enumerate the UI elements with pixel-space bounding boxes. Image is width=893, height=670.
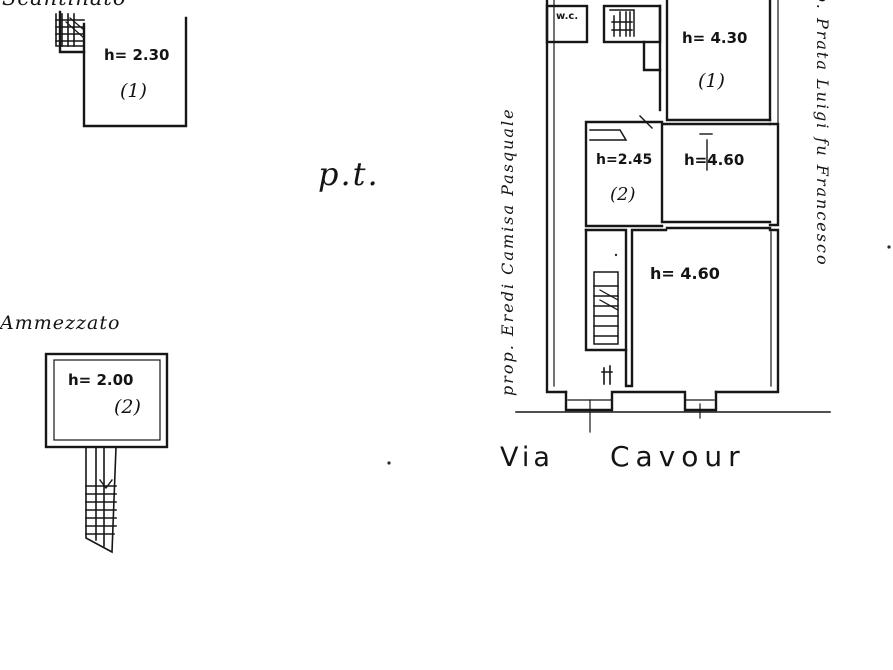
back-right-room-height: h= 4.30	[682, 29, 748, 47]
front-right-room-height: h= 4.60	[650, 264, 720, 283]
basement-height: h= 2.30	[104, 46, 170, 64]
mezzanine-unit: (2)	[114, 396, 141, 418]
middle-right-room-height: h=4.60	[684, 151, 745, 169]
ground-floor-walls	[515, 0, 831, 433]
basement-stair	[55, 13, 85, 47]
basement-room	[58, 10, 188, 128]
ground-stairs	[589, 9, 635, 385]
street-name-cavour: Cavour	[610, 440, 746, 473]
mezzanine-room	[44, 352, 169, 449]
middle-left-room-height: h=2.45	[596, 152, 653, 168]
right-neighbour-label: prop. Prata Luigi fu Francesco	[813, 0, 832, 267]
basement-unit: (1)	[120, 80, 147, 102]
basement-title: Scantinato	[2, 0, 126, 9]
ground-floor-title: p.t.	[318, 155, 380, 193]
street-name-via: Via	[500, 442, 554, 473]
wc-label: w.c.	[556, 11, 579, 22]
scan-speckles	[387, 245, 891, 465]
middle-left-room-unit: (2)	[610, 184, 636, 205]
back-right-room-unit: (1)	[698, 70, 725, 92]
mezzanine-height: h= 2.00	[68, 371, 134, 389]
left-neighbour-label: prop. Eredi Camisa Pasquale	[498, 107, 517, 396]
mezzanine-title: Ammezzato	[0, 312, 121, 334]
ground-floor-interior	[545, 0, 772, 388]
mezzanine-stair	[85, 446, 117, 554]
